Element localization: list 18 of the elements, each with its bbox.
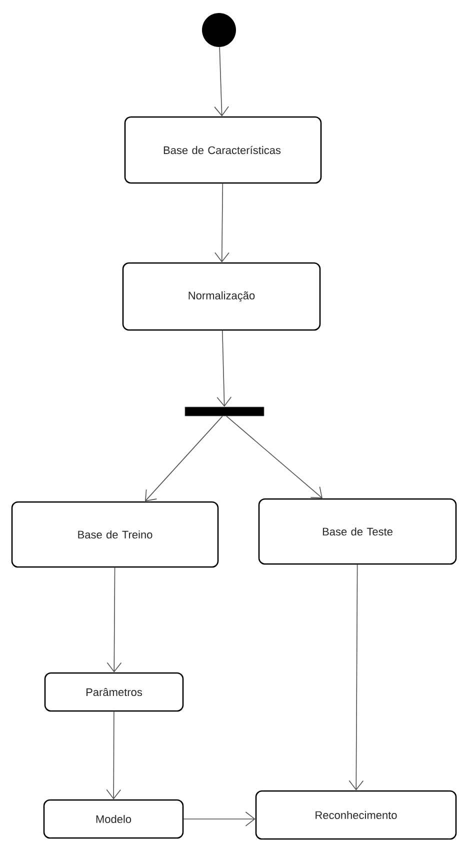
arrow: [214, 46, 229, 116]
arrow: [226, 416, 322, 498]
arrow: [106, 567, 122, 672]
action-box: Normalização: [122, 262, 321, 331]
action-box: Base de Características: [124, 116, 322, 184]
arrow: [145, 416, 223, 502]
arrow: [348, 564, 364, 790]
start-circle: [202, 13, 236, 47]
action-box: Base de Treino: [11, 501, 219, 568]
arrow: [216, 330, 232, 407]
arrow: [106, 711, 122, 800]
fork-bar: [184, 406, 264, 416]
action-box: Parâmetros: [44, 672, 184, 712]
arrow: [214, 183, 230, 262]
action-box: Base de Teste: [258, 498, 457, 565]
action-box: Reconhecimento: [255, 790, 457, 840]
arrow: [183, 812, 256, 826]
action-box: Modelo: [43, 799, 184, 839]
